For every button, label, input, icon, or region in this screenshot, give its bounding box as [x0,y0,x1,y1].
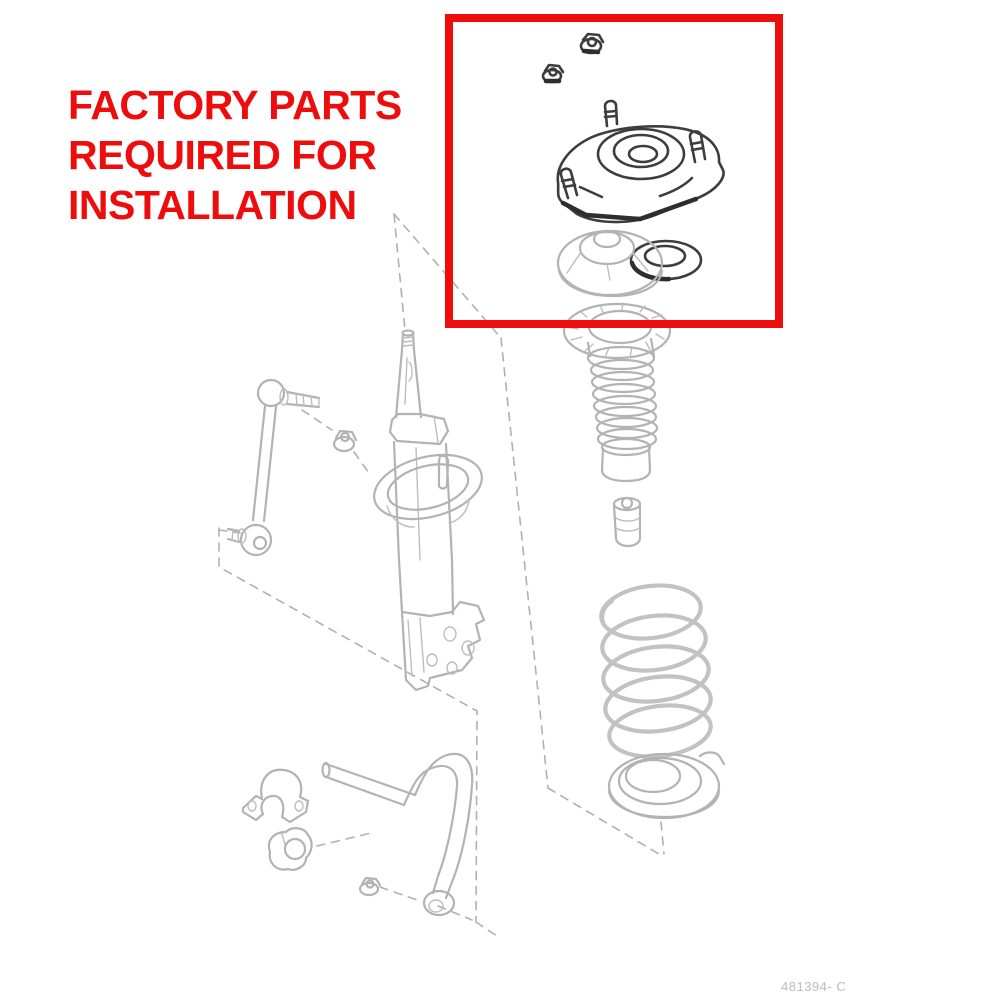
upper-insulator-flange [562,302,672,360]
bump-stopper [612,496,642,548]
coil-spring [599,583,713,759]
lower-spring-insulator [607,751,726,820]
note-line-3: INSTALLATION [68,182,357,228]
mount-lock-nut [541,63,565,84]
drawing-number: 481394- C [781,979,847,994]
note-line-2: REQUIRED FOR [68,132,377,178]
mount-bearing [629,239,703,282]
end-link-nut [332,429,358,453]
stabilizer-bushing [267,827,313,871]
strut-shock-absorber [373,329,486,692]
factory-parts-note: FACTORY PARTS REQUIRED FOR INSTALLATION [68,80,402,230]
stabilizer-bushing-bracket [241,768,310,824]
note-line-1: FACTORY PARTS [68,82,402,128]
stabilizer-bar [321,752,474,917]
upper-spring-seat [556,229,664,298]
stabilizer-end-link [226,378,321,557]
stabilizer-link-nut [358,876,382,897]
strut-top-mount [556,99,725,224]
factory-parts-highlight-box [445,14,783,328]
dust-boot [586,337,659,483]
strut-rod-nut [579,32,605,55]
